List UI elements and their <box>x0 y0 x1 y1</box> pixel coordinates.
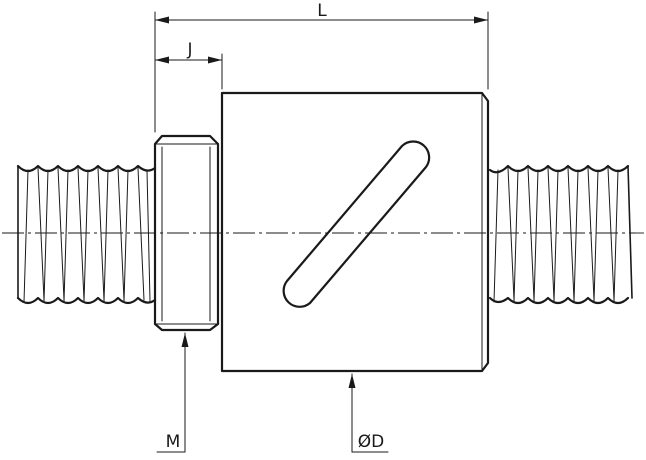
right-thread-lines <box>493 167 619 303</box>
right-screw-shaft <box>488 164 633 305</box>
nut-body <box>220 91 490 373</box>
dimension-l-label: L <box>317 1 327 21</box>
leader-m: M <box>156 332 189 453</box>
diagonal-slot <box>282 140 431 308</box>
leader-diameter: ØD <box>348 373 389 453</box>
dimension-j: J <box>154 40 223 90</box>
diameter-label: ØD <box>358 432 384 452</box>
dimension-j-label: J <box>186 40 192 60</box>
left-thread-lines <box>23 167 151 303</box>
dimension-l: L <box>154 1 489 133</box>
left-screw-shaft <box>16 164 157 305</box>
thread-label: M <box>166 432 181 452</box>
threaded-flange <box>153 134 220 332</box>
